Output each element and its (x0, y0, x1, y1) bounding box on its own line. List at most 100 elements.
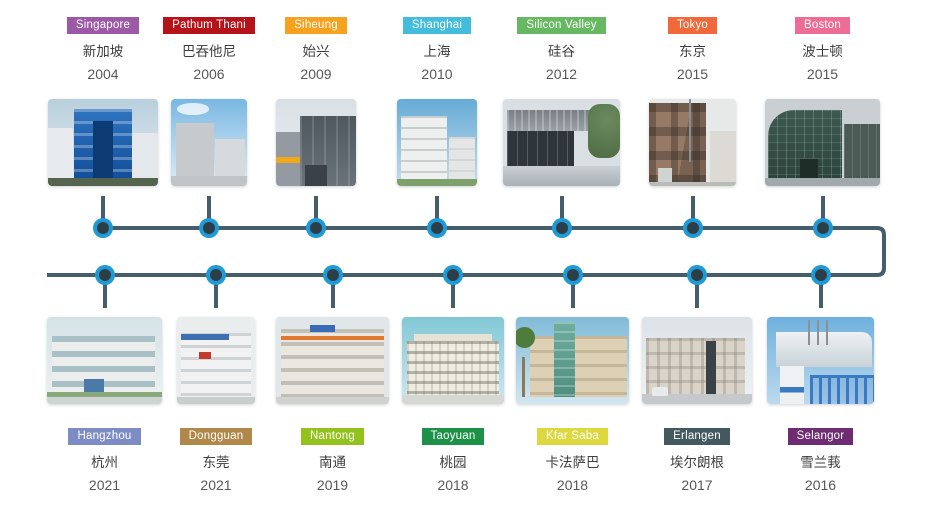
location-year: 2009 (300, 66, 332, 82)
ground-shape (177, 397, 255, 404)
location-badge: Shanghai (402, 17, 472, 34)
location-name-cn: 卡法萨巴 (545, 455, 600, 470)
location-year: 2015 (676, 66, 709, 82)
timeline-node (306, 218, 326, 238)
timeline-node (683, 218, 703, 238)
building-shape (304, 165, 328, 186)
building-shape (48, 127, 74, 179)
location-name-cn: 东京 (679, 44, 706, 59)
location-badge: Tokyo (667, 17, 718, 34)
timeline-node (323, 265, 343, 285)
building-shape (709, 131, 736, 182)
photo-silicon-valley-office (503, 99, 620, 186)
photo-nantong-office (276, 317, 389, 404)
location-year: 2006 (193, 66, 225, 82)
location-year: 2016 (804, 477, 837, 493)
sign-shape (309, 324, 335, 332)
timeline-nodes-bottom (95, 265, 831, 285)
road-shape (765, 178, 880, 186)
glass-tower-shape (554, 322, 575, 398)
building-shape (799, 159, 818, 179)
building-shape (407, 341, 499, 396)
building-shape (414, 333, 492, 342)
location-year: 2015 (806, 66, 839, 82)
timeline-node (687, 265, 707, 285)
location-name-cn: 新加坡 (82, 44, 124, 59)
location-year: 2010 (421, 66, 453, 82)
location-hangzhou: Hangzhou 杭州 2021 (47, 317, 162, 494)
photo-dongguan-office (177, 317, 255, 404)
location-year: 2021 (200, 477, 232, 493)
photo-shanghai-office (397, 99, 477, 186)
building-shape (131, 132, 158, 179)
ground-shape (276, 397, 389, 404)
timeline-nodes-top (93, 218, 833, 238)
building-shape (506, 131, 575, 166)
location-year: 2021 (88, 477, 121, 493)
ground-shape (47, 397, 162, 404)
timeline-node (813, 218, 833, 238)
hedge-shape (47, 391, 162, 398)
location-boston: Boston 波士顿 2015 (765, 17, 880, 186)
building-shape (93, 120, 113, 179)
location-name-cn: 埃尔朗根 (670, 455, 724, 470)
photo-selangor-office (767, 317, 874, 404)
flagpoles-shape (807, 320, 810, 345)
building-shape (646, 337, 746, 394)
location-name-cn: 硅谷 (548, 44, 575, 59)
photo-boston-office (765, 99, 880, 186)
timeline-node (206, 265, 226, 285)
gate-shape (809, 374, 874, 404)
location-badge: Silicon Valley (517, 17, 606, 34)
cloud-shape (177, 103, 209, 115)
timeline-node (552, 218, 572, 238)
location-shanghai: Shanghai 上海 2010 (397, 17, 477, 186)
building-shape (175, 123, 214, 176)
photo-tokyo-office (649, 99, 736, 186)
photo-siheung-office (276, 99, 356, 186)
location-singapore: Singapore 新加坡 2004 (48, 17, 158, 186)
location-badge: Selangor (787, 428, 854, 445)
location-name-cn: 波士顿 (802, 44, 843, 59)
building-shape (506, 110, 591, 132)
location-dongguan: Dongguan 东莞 2021 (177, 317, 255, 494)
building-shape (401, 116, 448, 180)
location-tokyo: Tokyo 东京 2015 (649, 17, 736, 186)
location-siheung: Siheung 始兴 2009 (276, 17, 356, 186)
photo-singapore-office (48, 99, 158, 186)
timeline-node (95, 265, 115, 285)
photo-hangzhou-office (47, 317, 162, 404)
location-badge: Hangzhou (68, 428, 141, 445)
location-name-cn: 桃园 (439, 455, 467, 470)
sign-shape (779, 365, 805, 404)
timeline-node (563, 265, 583, 285)
location-badge: Taoyuan (421, 428, 485, 445)
stripe-shape (280, 336, 385, 341)
building-shape (276, 157, 300, 164)
building-shape (171, 175, 247, 186)
location-badge: Siheung (285, 17, 347, 34)
location-year: 2017 (681, 477, 713, 493)
photo-taoyuan-office (402, 317, 504, 404)
palm-trunk-shape (521, 357, 526, 398)
timeline-node (427, 218, 447, 238)
building-shape (844, 124, 880, 179)
location-taoyuan: Taoyuan 桃园 2018 (402, 317, 504, 494)
location-nantong: Nantong 南通 2019 (276, 317, 389, 494)
location-selangor: Selangor 雪兰莪 2016 (767, 317, 874, 494)
location-name-cn: 雪兰莪 (800, 455, 841, 470)
ground-shape (402, 395, 504, 404)
location-year: 2019 (316, 477, 349, 493)
pole-shape (689, 99, 692, 162)
timeline-node (811, 265, 831, 285)
location-badge: Kfar Saba (537, 428, 608, 445)
timeline-line (47, 226, 886, 277)
location-silicon-valley: Silicon Valley 硅谷 2012 (503, 17, 620, 186)
building-shape (775, 331, 872, 367)
building-shape (51, 336, 156, 392)
location-badge: Singapore (66, 17, 140, 34)
building-shape (180, 332, 252, 398)
timeline-connectors-top (101, 196, 825, 228)
timeline-node (443, 265, 463, 285)
